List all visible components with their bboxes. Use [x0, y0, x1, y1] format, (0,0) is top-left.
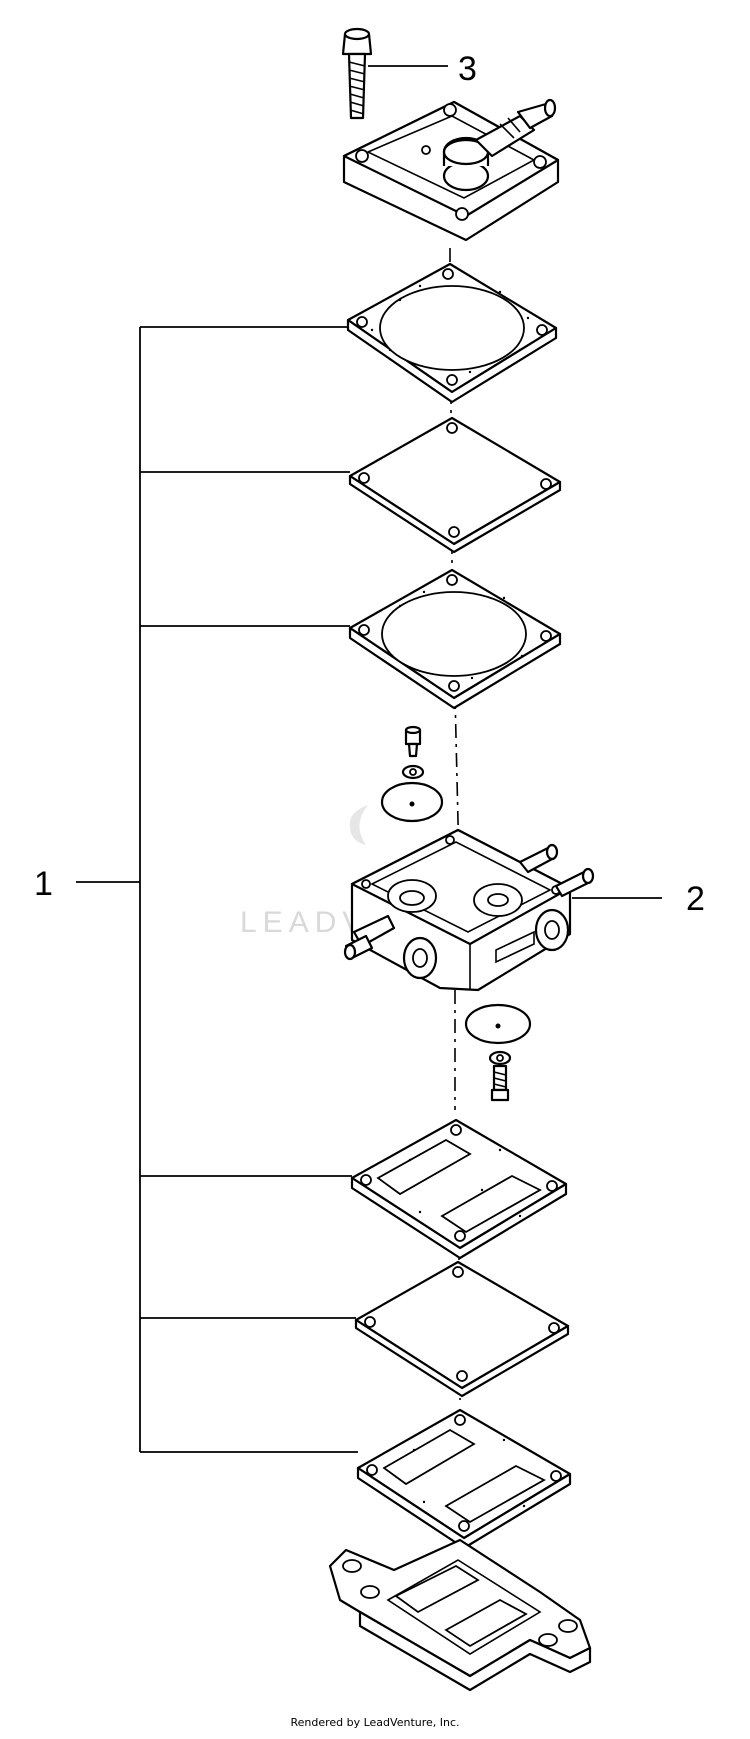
callout-3-label: 3: [458, 50, 477, 88]
callout-1-label: 1: [34, 865, 53, 903]
base-flange: [328, 1538, 592, 1692]
gasket-1: [346, 262, 558, 404]
footer-credit: Rendered by LeadVenture, Inc.: [290, 1716, 460, 1729]
diaphragm-1: [348, 416, 562, 554]
callout-1-bracket: [76, 326, 358, 1453]
pump-body-part-2: [343, 828, 595, 992]
valve-hardware-lower: [464, 1003, 532, 1102]
callout-2-label: 2: [686, 880, 705, 918]
watermark-text: LEADV: [240, 906, 368, 939]
valve-hardware-upper: [380, 725, 444, 823]
screw-part-3: [341, 27, 373, 120]
gasket-3: [350, 1118, 568, 1260]
gasket-4: [356, 1408, 572, 1550]
pump-cover: [342, 98, 560, 242]
gasket-2: [348, 568, 562, 710]
watermark: LEADV: [240, 805, 368, 939]
diaphragm-2: [354, 1260, 570, 1398]
